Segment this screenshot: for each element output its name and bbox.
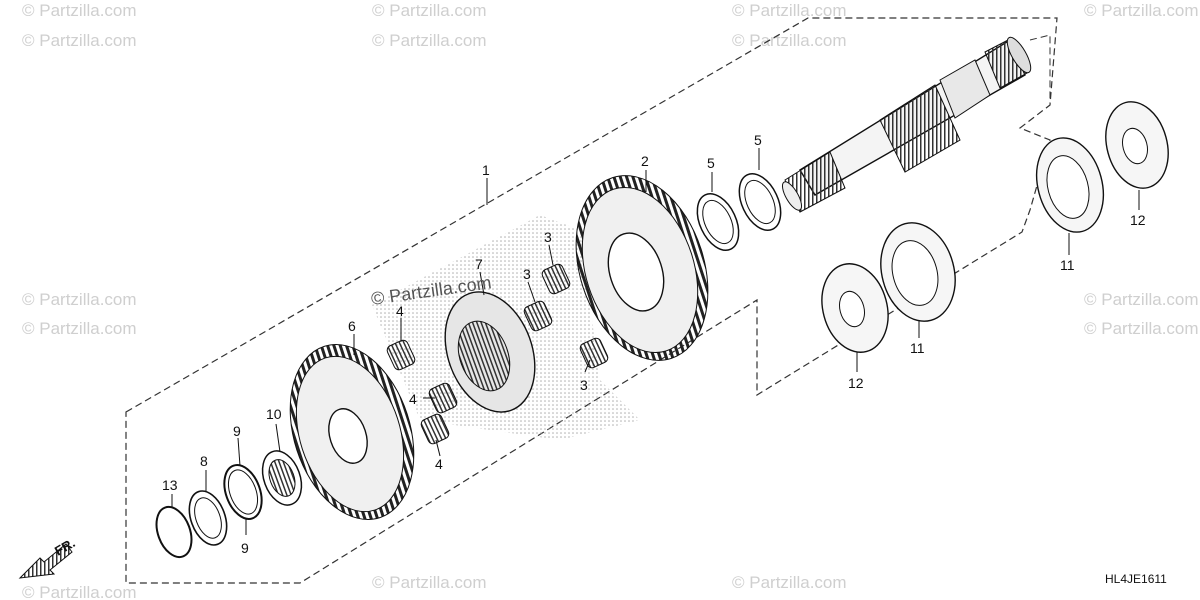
washer-5a[interactable]	[689, 187, 747, 257]
watermark: © Partzilla.com	[22, 583, 137, 600]
circlip-13[interactable]	[150, 502, 198, 562]
diagram-code: HL4JE1611	[1105, 572, 1167, 586]
main-shaft[interactable]	[779, 34, 1035, 213]
callout-1: 1	[482, 162, 490, 178]
shaft-boundary	[1029, 34, 1051, 105]
callout-11b: 11	[910, 340, 925, 356]
watermark: © Partzilla.com	[1084, 1, 1199, 20]
callout-5b: 5	[754, 132, 762, 148]
watermark: © Partzilla.com	[22, 31, 137, 50]
spring-4a[interactable]	[386, 339, 417, 372]
assembly-boundary	[125, 17, 1058, 584]
front-direction-indicator: FR.	[18, 535, 78, 579]
large-gear[interactable]	[554, 158, 731, 377]
washer-8[interactable]	[182, 486, 233, 550]
thrust-washer-10[interactable]	[256, 446, 309, 511]
gear-6[interactable]	[269, 328, 435, 535]
spring-3c[interactable]	[579, 337, 610, 370]
callout-2: 2	[641, 153, 649, 169]
watermark: © Partzilla.com	[732, 1, 847, 20]
watermark: © Partzilla.com	[22, 290, 137, 309]
watermark: © Partzilla.com	[732, 573, 847, 592]
callouts: 1 2 5 5 3 3 3 7 4 4 4 6 10 9 9 8 13 11 1…	[162, 132, 1146, 556]
watermark: © Partzilla.com	[372, 31, 487, 50]
watermark: © Partzilla.com	[372, 573, 487, 592]
callout-10: 10	[266, 406, 282, 422]
bearing-11-middle[interactable]	[870, 214, 965, 329]
watermark: © Partzilla.com	[372, 1, 487, 20]
callout-7: 7	[475, 256, 483, 272]
callout-3c: 3	[580, 377, 588, 393]
callout-13: 13	[162, 477, 178, 493]
callout-8: 8	[200, 453, 208, 469]
spring-3b[interactable]	[523, 300, 554, 333]
callout-11a: 11	[1060, 257, 1075, 273]
callout-4b: 4	[409, 391, 417, 407]
callout-5a: 5	[707, 155, 715, 171]
callout-12b: 12	[848, 375, 864, 391]
spring-4b[interactable]	[428, 382, 459, 415]
bearing-12-right[interactable]	[1097, 95, 1178, 196]
damper-hub[interactable]	[429, 279, 550, 424]
spring-4c[interactable]	[420, 413, 451, 446]
callout-9b: 9	[241, 540, 249, 556]
washer-5b[interactable]	[731, 167, 789, 237]
bearing-11-right[interactable]	[1027, 130, 1114, 239]
watermark: © Partzilla.com	[732, 31, 847, 50]
spring-3a[interactable]	[541, 263, 572, 296]
callout-3a: 3	[544, 229, 552, 245]
callout-4c: 4	[435, 456, 443, 472]
watermark: © Partzilla.com	[22, 1, 137, 20]
leader-lines	[171, 148, 1140, 535]
callout-3b: 3	[523, 266, 531, 282]
callout-6: 6	[348, 318, 356, 334]
callout-12a: 12	[1130, 212, 1146, 228]
callout-4a: 4	[396, 303, 404, 319]
snap-ring-9[interactable]	[217, 460, 268, 524]
watermark: © Partzilla.com	[1084, 319, 1199, 338]
callout-9a: 9	[233, 423, 241, 439]
watermark: © Partzilla.com	[22, 319, 137, 338]
watermark: © Partzilla.com	[1084, 290, 1199, 309]
bearing-12-middle[interactable]	[812, 256, 897, 359]
